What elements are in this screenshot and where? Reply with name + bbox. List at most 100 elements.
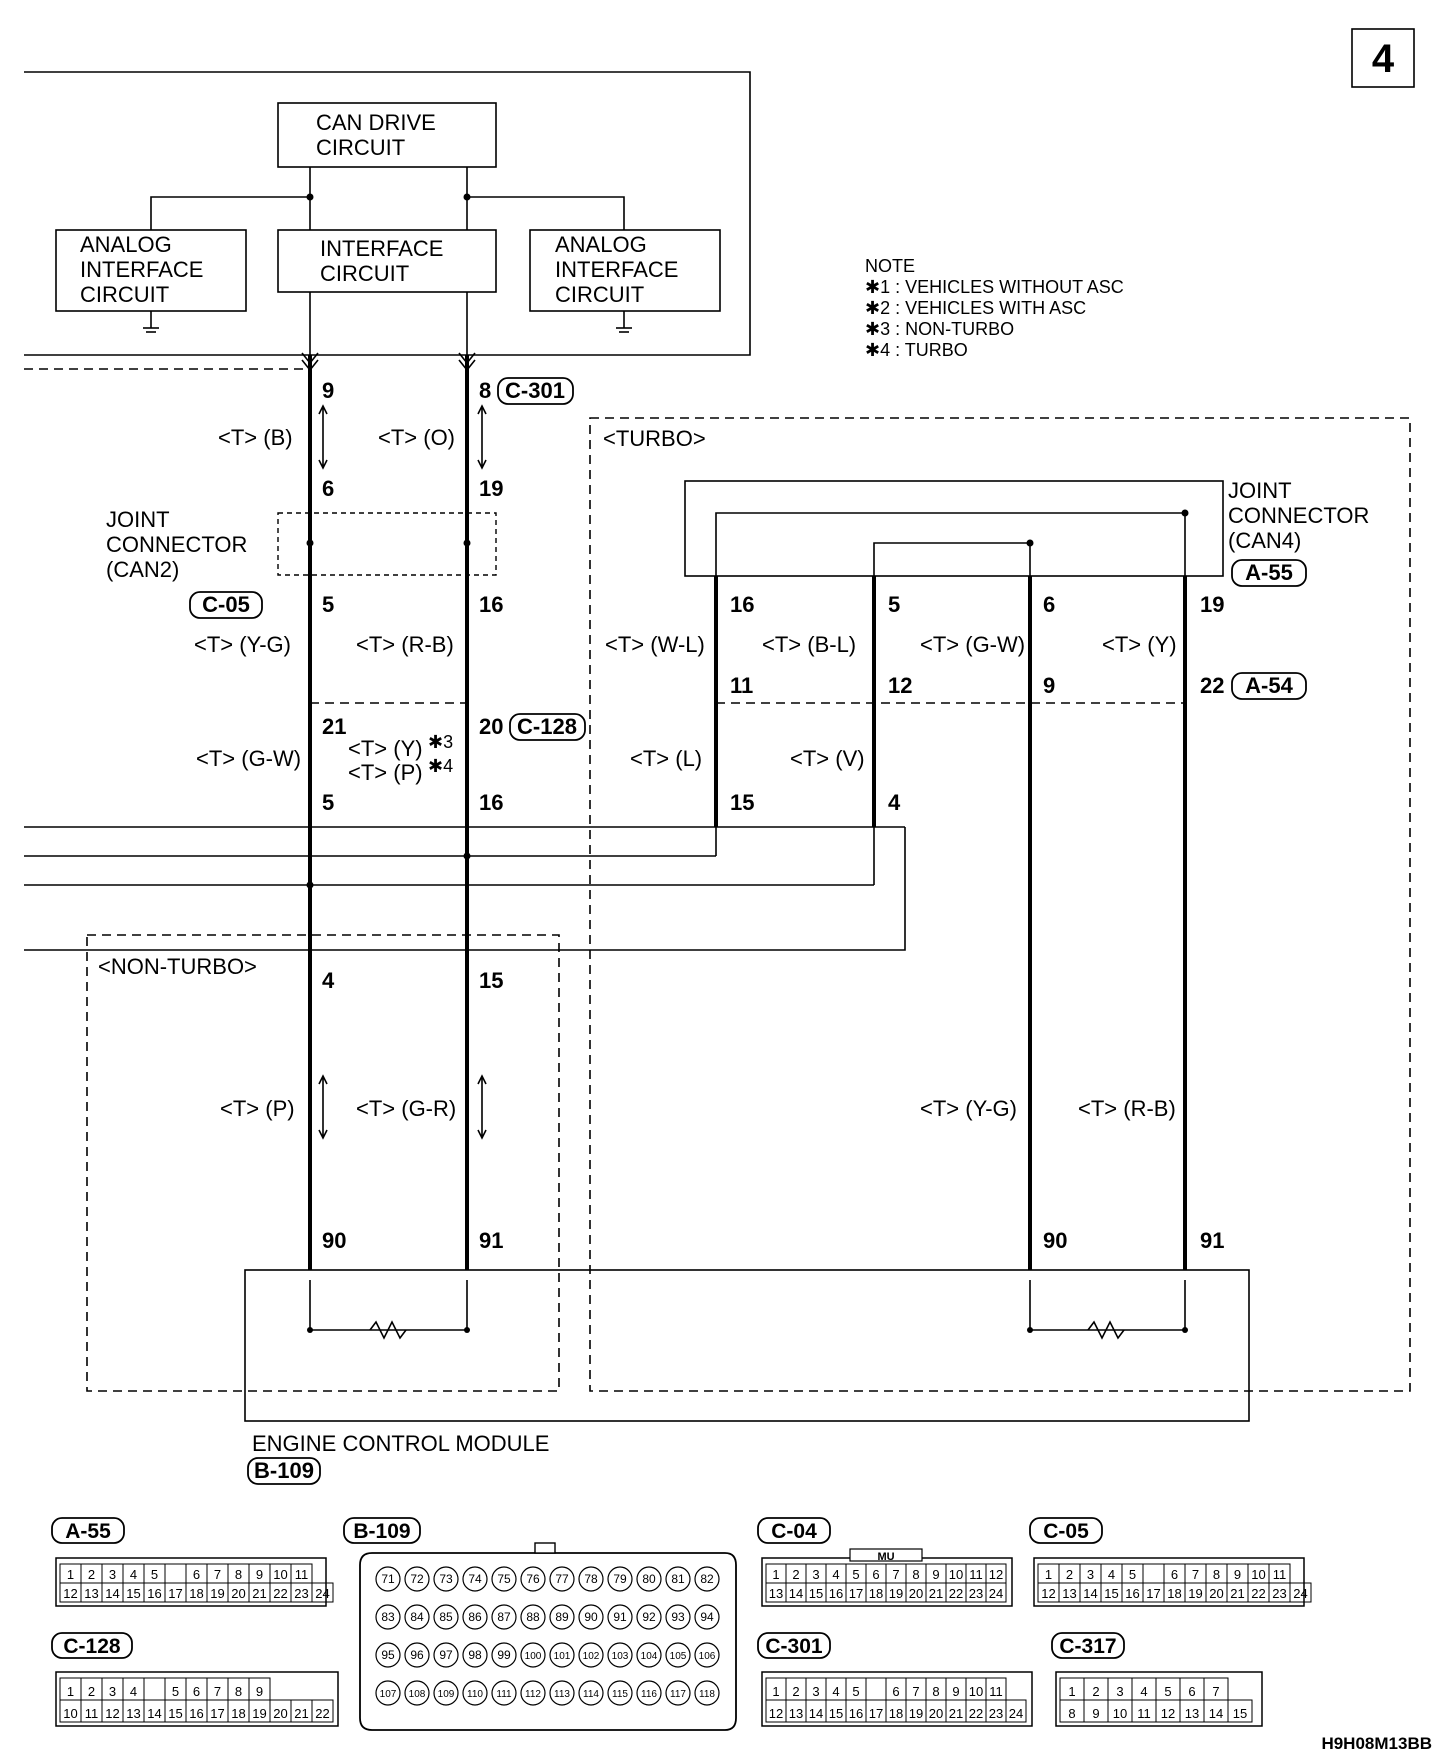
connector-pin-circle [578, 1604, 604, 1630]
connector-pin-number: 15 [809, 1586, 823, 1601]
connector-pin-number: 108 [409, 1689, 426, 1700]
connector-pin-number: 13 [1062, 1586, 1076, 1601]
wire-rb-label: <T> (R-B) [356, 632, 454, 657]
connector-pin-circle [404, 1566, 430, 1592]
connector-pin-number: 21 [1230, 1586, 1244, 1601]
connector-pin-number: 1 [772, 1684, 779, 1699]
connector-pin-number: 14 [789, 1586, 803, 1601]
connector-view-label-a55: A-55 [65, 1520, 111, 1543]
connector-pin-number: 18 [869, 1586, 883, 1601]
connector-pin-number: 24 [989, 1586, 1003, 1601]
connector-pin-number: 15 [126, 1586, 140, 1601]
connector-pin-number: 5 [852, 1567, 859, 1582]
connector-pin-number: 90 [584, 1610, 598, 1624]
connector-hood-label: MU [877, 1551, 894, 1563]
non-turbo-region [86, 934, 560, 1392]
connector-pin-number: 3 [812, 1684, 819, 1699]
connector-pin-number: 23 [294, 1586, 308, 1601]
joint-connector-can4-box [684, 480, 1224, 577]
joint-can4-line1: JOINT [1228, 478, 1292, 503]
star3-label: ✱3 [428, 732, 453, 752]
connector-pin-number: 19 [252, 1706, 266, 1721]
connector-c301-label: C-301 [505, 378, 565, 403]
connector-pin-circle [404, 1680, 430, 1706]
figure-code: H9H08M13BB [1321, 1734, 1432, 1753]
connector-pin-circle [665, 1566, 691, 1592]
turbo-pin-16: 16 [730, 592, 754, 617]
connector-pin-number: 71 [381, 1572, 395, 1586]
connector-pin-number: 16 [1125, 1586, 1139, 1601]
connector-pin-number: 15 [829, 1706, 843, 1721]
connector-pin-circle [404, 1604, 430, 1630]
connector-pin-number: 11 [295, 1567, 309, 1582]
connector-pin-number: 111 [496, 1689, 512, 1700]
connector-pin-number: 116 [641, 1689, 657, 1700]
connector-pin-number: 112 [525, 1689, 541, 1700]
connector-view-c317 [1055, 1671, 1263, 1727]
connector-pin-number: 103 [612, 1651, 629, 1662]
connector-pin-number: 8 [235, 1567, 242, 1582]
connector-pin-number: 17 [869, 1706, 883, 1721]
connector-pin-circle [665, 1604, 691, 1630]
connector-pin-number: 14 [1083, 1586, 1097, 1601]
connector-c128-tag [509, 713, 586, 741]
connector-pin-number: 104 [641, 1651, 658, 1662]
connector-pin-number: 9 [1092, 1706, 1099, 1721]
non-turbo-label: <NON-TURBO> [98, 954, 257, 979]
connector-c128-label: C-128 [517, 714, 577, 739]
connector-pin-number: 2 [88, 1567, 95, 1582]
analog-left-line2: INTERFACE [80, 257, 203, 282]
connector-pin-number: 99 [497, 1648, 511, 1662]
connector-pin-number: 7 [912, 1684, 919, 1699]
connector-pin-cell [311, 1582, 334, 1603]
connector-pin-number: 117 [670, 1689, 686, 1700]
connector-pin-number: 10 [969, 1684, 983, 1699]
connector-pin-number: 4 [1108, 1567, 1115, 1582]
connector-pin-number: 82 [700, 1572, 714, 1586]
connector-pin-number: 106 [699, 1651, 716, 1662]
wire-trb-label: <T> (R-B) [1078, 1096, 1176, 1121]
connector-pin-number: 4 [130, 1684, 137, 1699]
connector-pin-number: 23 [1272, 1586, 1286, 1601]
connector-pin-number: 13 [789, 1706, 803, 1721]
wire-v-label: <T> (V) [790, 746, 865, 771]
connector-pin-number: 20 [231, 1586, 245, 1601]
connector-view-tag-a55 [51, 1517, 125, 1544]
connector-a55-tag [1231, 559, 1307, 587]
connector-pin-circle [520, 1566, 546, 1592]
interface-line1: INTERFACE [320, 236, 443, 261]
connector-pin-number: 11 [1273, 1567, 1287, 1582]
connector-pin-number: 19 [1188, 1586, 1202, 1601]
connector-pin-number: 9 [256, 1567, 263, 1582]
connector-pin-circle [491, 1642, 517, 1668]
connector-pin-number: 107 [380, 1689, 397, 1700]
connector-pin-number: 10 [1113, 1706, 1127, 1721]
connector-pin-number: 11 [969, 1567, 983, 1582]
connector-pin-number: 18 [189, 1586, 203, 1601]
connector-pin-number: 100 [525, 1651, 542, 1662]
connector-view-c301 [761, 1671, 1033, 1727]
connector-pin-number: 11 [85, 1706, 99, 1721]
connector-pin-number: 7 [214, 1567, 221, 1582]
connector-pin-number: 24 [1009, 1706, 1023, 1721]
connector-view-tag-c05 [1029, 1517, 1103, 1544]
connector-pin-circle [375, 1680, 401, 1706]
connector-pin-number: 4 [1140, 1684, 1147, 1699]
connector-view-tag-b109 [343, 1517, 421, 1544]
connector-pin-circle [520, 1680, 546, 1706]
star4-label: ✱4 [428, 756, 453, 776]
connector-pin-circle [636, 1604, 662, 1630]
connector-pin-number: 87 [497, 1610, 511, 1624]
connector-b109-label: B-109 [254, 1458, 314, 1483]
connector-view-tag-c04 [757, 1517, 831, 1544]
connector-view-label-c317: C-317 [1059, 1635, 1116, 1658]
connector-pin-number: 7 [1212, 1684, 1219, 1699]
connector-pin-circle [578, 1680, 604, 1706]
connector-pin-number: 8 [1068, 1706, 1075, 1721]
connector-pin-number: 4 [832, 1684, 839, 1699]
wire-gw-label: <T> (G-W) [196, 746, 301, 771]
interface-circuit-box [277, 229, 497, 293]
pin-19: 19 [479, 476, 503, 501]
connector-pin-number: 86 [468, 1610, 482, 1624]
